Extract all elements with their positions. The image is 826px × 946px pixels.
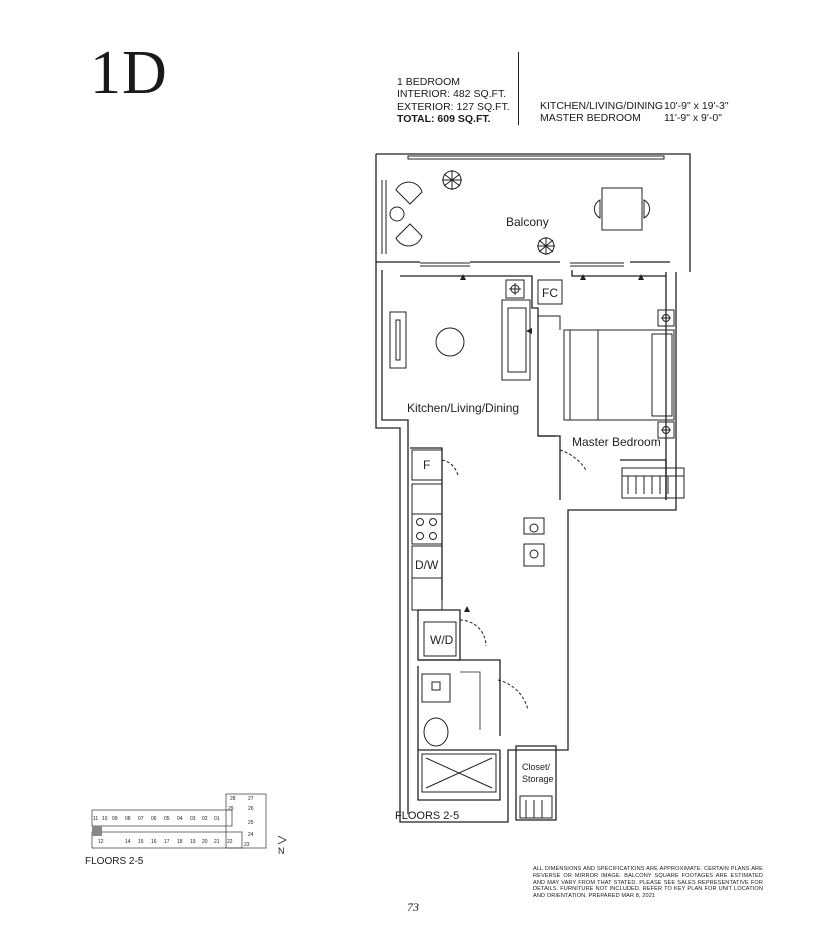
keyplan-unit: 07	[138, 816, 144, 822]
unit-outer-wall	[375, 262, 677, 823]
key-plan: 11 10 09 08 07 06 05 04 03 02 01 12 14 1…	[91, 793, 287, 856]
spec-divider	[518, 52, 519, 125]
storage-label: Storage	[522, 774, 554, 784]
keyplan-label: FLOORS 2-5	[85, 856, 144, 867]
cooktop	[411, 513, 443, 545]
dining-table-round	[435, 327, 465, 357]
interior-area: INTERIOR: 482 SQ.FT.	[397, 88, 507, 101]
fc-label: FC	[542, 286, 558, 300]
keyplan-unit: 26	[248, 806, 254, 812]
shower	[421, 753, 497, 793]
keyplan-unit: 01	[214, 816, 220, 822]
keyplan-unit: 12	[98, 839, 104, 845]
keyplan-unit: 17	[164, 839, 170, 845]
keyplan-unit: 06	[151, 816, 157, 822]
balcony-outer-wall	[376, 153, 691, 272]
keyplan-unit: 02	[202, 816, 208, 822]
sofa	[501, 299, 531, 381]
floor-plan: Balcony FC Kitchen/Living/Dining Master …	[375, 153, 691, 823]
total-area: TOTAL: 609 SQ.FT.	[397, 113, 491, 126]
plant-icon	[442, 170, 462, 190]
exterior-area: EXTERIOR: 127 SQ.FT.	[397, 100, 510, 113]
washer-dryer	[423, 621, 457, 657]
balcony-table	[601, 187, 643, 231]
keyplan-unit: 11	[93, 816, 98, 822]
balcony-label: Balcony	[506, 215, 549, 229]
bed	[563, 329, 675, 421]
keyplan-unit: 04	[177, 816, 183, 822]
unit-specs: 1 BEDROOM INTERIOR: 482 SQ.FT. EXTERIOR:…	[397, 76, 510, 126]
fridge-label: F	[423, 458, 430, 472]
keyplan-unit: 25	[248, 820, 254, 826]
keyplan-unit: 22	[227, 839, 233, 845]
dimension-row: MASTER BEDROOM 11'-9" x 9'-0"	[540, 112, 729, 124]
nightstand	[657, 309, 675, 327]
dimension-room: KITCHEN/LIVING/DINING	[540, 100, 664, 112]
fridge	[411, 449, 443, 481]
dining-table	[523, 517, 545, 535]
plant-icon	[537, 237, 555, 255]
keyplan-unit: 18	[177, 839, 183, 845]
keyplan-unit: 19	[190, 839, 196, 845]
balcony-chair	[395, 181, 423, 205]
kitchen-living-dining-label: Kitchen/Living/Dining	[407, 401, 519, 415]
bedroom-closet	[621, 467, 685, 499]
toilet	[423, 717, 449, 747]
nightstand	[657, 421, 675, 439]
tv-console	[389, 311, 407, 369]
washer-dryer-label: W/D	[430, 633, 454, 647]
keyplan-unit: 14	[125, 839, 131, 845]
north-label: N	[278, 846, 285, 856]
keyplan-unit: 10	[102, 816, 108, 822]
keyplan-unit: 24	[248, 832, 254, 838]
room-dimensions: KITCHEN/LIVING/DINING 10'-9" x 19'-3" MA…	[540, 100, 729, 125]
fc-closet	[537, 279, 563, 305]
keyplan-unit: 27	[248, 796, 254, 802]
disclaimer: ALL DIMENSIONS AND SPECIFICATIONS ARE AP…	[533, 866, 763, 900]
floors-label: FLOORS 2-5	[395, 810, 460, 822]
keyplan-unit: 28	[230, 796, 236, 802]
counter	[411, 483, 443, 515]
keyplan-unit: 03	[190, 816, 196, 822]
keyplan-unit: 29	[228, 806, 234, 812]
north-arrow-icon: N	[277, 835, 287, 856]
bath-vanity	[421, 673, 451, 703]
bedroom-count: 1 BEDROOM	[397, 76, 461, 88]
keyplan-unit: 21	[214, 839, 220, 845]
balcony-chair	[395, 223, 423, 247]
sink	[411, 577, 443, 611]
keyplan-unit: 23	[244, 842, 250, 848]
keyplan-unit: 08	[125, 816, 131, 822]
keyplan-unit: 20	[202, 839, 208, 845]
balcony-side-table	[389, 206, 405, 222]
dimension-size: 11'-9" x 9'-0"	[664, 112, 722, 125]
dimension-size: 10'-9" x 19'-3"	[664, 100, 729, 112]
unit-highlight	[92, 826, 102, 836]
outlet-box	[505, 279, 525, 299]
dimension-room: MASTER BEDROOM	[540, 112, 641, 125]
keyplan-unit: 15	[138, 839, 144, 845]
dishwasher-label: D/W	[415, 558, 439, 572]
keyplan-unit: 09	[112, 816, 118, 822]
unit-title: 1D	[90, 39, 168, 107]
page-number: 73	[407, 900, 419, 914]
keyplan-unit: 16	[151, 839, 157, 845]
master-bedroom-label: Master Bedroom	[572, 435, 661, 449]
keyplan-unit: 05	[164, 816, 170, 822]
dimension-row: KITCHEN/LIVING/DINING 10'-9" x 19'-3"	[540, 100, 729, 112]
closet-label: Closet/	[522, 762, 551, 772]
